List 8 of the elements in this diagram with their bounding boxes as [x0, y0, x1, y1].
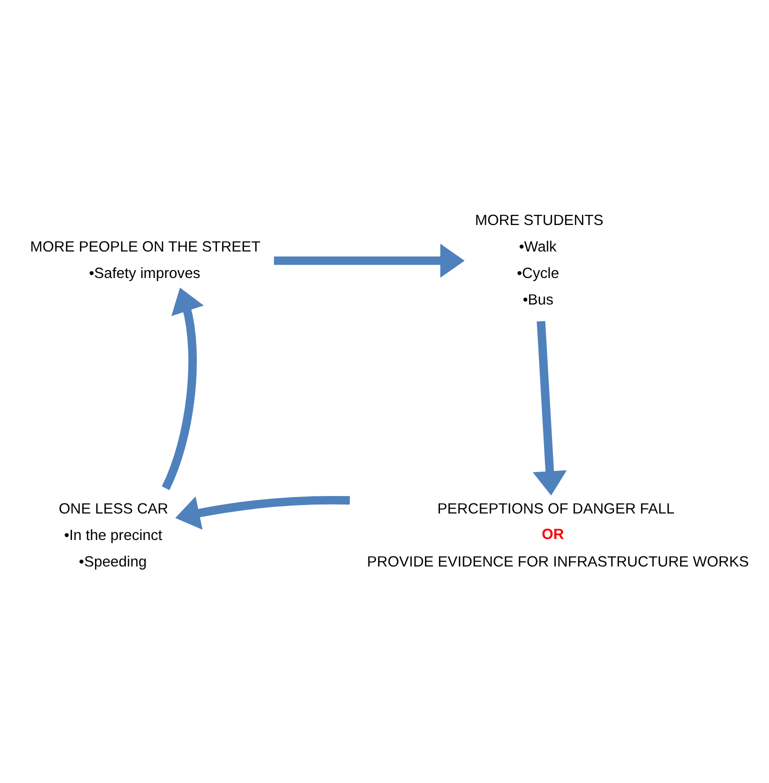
arrow: [161, 288, 204, 490]
node-text: MORE STUDENTS •Walk •Cycle •Bus: [474, 212, 603, 308]
arrow: [532, 321, 566, 496]
node-text: ONE LESS CAR •In the precinct •Speeding: [58, 502, 168, 570]
arrow: [273, 244, 464, 278]
arrow: [174, 496, 350, 530]
node-text: PERCEPTIONS OF DANGER FALL OR PROVIDE EVIDENCE FOR INFRASTRUCTURE WORKS: [366, 502, 748, 570]
node-text: MORE PEOPLE ON THE STREET •Safety improves: [30, 239, 260, 282]
